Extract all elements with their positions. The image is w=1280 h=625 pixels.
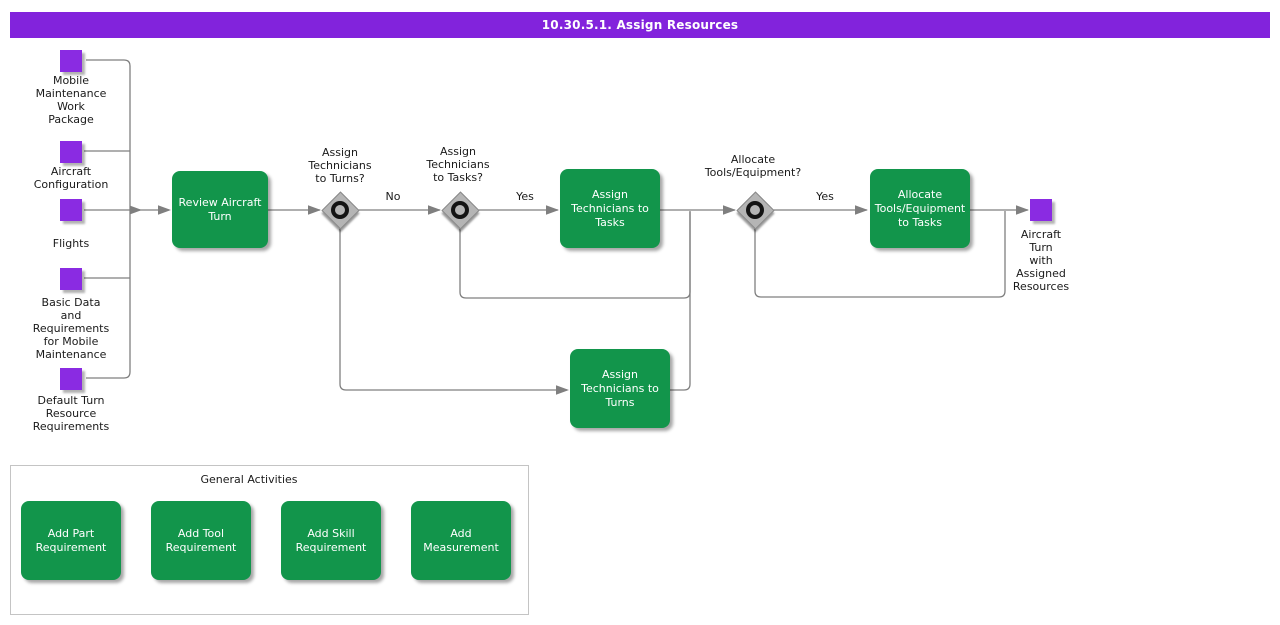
input-artifact-aircraft-configuration[interactable] (60, 141, 82, 163)
activity-add-part-requirement[interactable]: Add Part Requirement (21, 501, 121, 580)
input-trunk-line (86, 59, 131, 379)
edge-label-yes-tools: Yes (816, 190, 834, 203)
general-activities-container: General Activities Add Part Requirement … (10, 465, 529, 615)
activity-assign-technicians-to-tasks[interactable]: Assign Technicians to Tasks (560, 169, 660, 248)
decision-label-assign-technicians-to-turns: Assign Technicians to Turns? (308, 146, 372, 185)
decision-label-assign-technicians-to-tasks: Assign Technicians to Tasks? (426, 145, 490, 184)
output-label-aircraft-turn: Aircraft Turn with Assigned Resources (1012, 228, 1070, 293)
general-activities-title: General Activities (200, 473, 298, 486)
input-label-basic-data: Basic Data and Requirements for Mobile M… (32, 296, 110, 361)
output-artifact-aircraft-turn[interactable] (1030, 199, 1052, 221)
activity-add-tool-requirement[interactable]: Add Tool Requirement (151, 501, 251, 580)
input-artifact-default-turn[interactable] (60, 368, 82, 390)
input-label-aircraft-configuration: Aircraft Configuration (33, 165, 109, 191)
input-artifact-flights[interactable] (60, 199, 82, 221)
input-artifact-mobile-maintenance-work-package[interactable] (60, 50, 82, 72)
edge-label-yes-tasks: Yes (516, 190, 534, 203)
gateway-allocate-tools-equipment[interactable] (736, 191, 775, 230)
gateway-assign-technicians-to-tasks[interactable] (441, 191, 480, 230)
activity-add-measurement[interactable]: Add Measurement (411, 501, 511, 580)
edge-gw1-to-assign-turns (339, 228, 567, 391)
decision-label-allocate-tools-equipment: Allocate Tools/Equipment? (704, 153, 802, 179)
edge-assign-turns-out (670, 212, 691, 391)
diagram-title: 10.30.5.1. Assign Resources (541, 18, 739, 32)
input-artifact-basic-data[interactable] (60, 268, 82, 290)
gateway-circle-icon (746, 201, 764, 219)
arrowheads (130, 205, 1029, 395)
activity-assign-technicians-to-turns[interactable]: Assign Technicians to Turns (570, 349, 670, 428)
gateway-circle-icon (451, 201, 469, 219)
edge-label-no: No (385, 190, 401, 203)
activity-review-aircraft-turn[interactable]: Review Aircraft Turn (172, 171, 268, 248)
input-label-mobile-maintenance-work-package: Mobile Maintenance Work Package (35, 74, 107, 126)
activity-add-skill-requirement[interactable]: Add Skill Requirement (281, 501, 381, 580)
input-label-default-turn: Default Turn Resource Requirements (32, 394, 110, 433)
gateway-assign-technicians-to-turns[interactable] (321, 191, 360, 230)
activity-allocate-tools-equipment-to-tasks[interactable]: Allocate Tools/Equipment to Tasks (870, 169, 970, 248)
diagram-title-bar: 10.30.5.1. Assign Resources (10, 12, 1270, 38)
gateway-circle-icon (331, 201, 349, 219)
edge-gw3-no-bypass (754, 211, 1006, 298)
input-label-flights: Flights (52, 237, 90, 250)
